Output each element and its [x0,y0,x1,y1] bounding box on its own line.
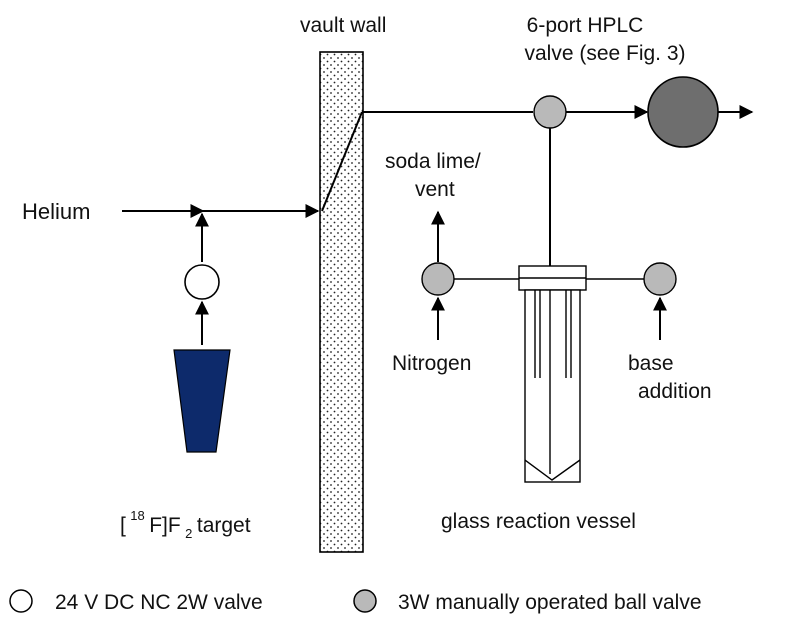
legend-item-2w-valve: 24 V DC NC 2W valve [55,591,263,614]
helium-label: Helium [22,199,90,224]
soda-lime-label-line1: soda lime/ [385,150,481,173]
target-label: [ 18 F]F 2 target [120,507,251,542]
top-ball-valve [533,95,567,129]
base-ball-valve [643,262,677,296]
base-label-line2: addition [638,380,712,403]
legend-item-ball-valve: 3W manually operated ball valve [398,591,702,614]
vault-wall-label: vault wall [300,14,386,37]
soda-lime-label-line2: vent [415,178,455,201]
vessel-label: glass reaction vessel [441,510,636,533]
hplc-valve-label-line1: 6-port HPLC [527,14,644,37]
legend: 24 V DC NC 2W valve 3W manually operated… [9,589,702,614]
vault-wall [319,51,364,553]
base-label-line1: base [628,352,674,375]
nitrogen-label: Nitrogen [392,352,471,375]
hplc-valve-label-line2: valve (see Fig. 3) [524,42,685,65]
f2-target [173,349,231,453]
two-way-valve [184,264,220,300]
gray-circle-valve-icon [353,589,377,613]
nitrogen-ball-valve [421,262,455,296]
wall-crossing-line [321,111,363,212]
hplc-valve [647,76,719,148]
glass-reaction-vessel [518,265,587,483]
open-circle-valve-icon [9,589,33,613]
